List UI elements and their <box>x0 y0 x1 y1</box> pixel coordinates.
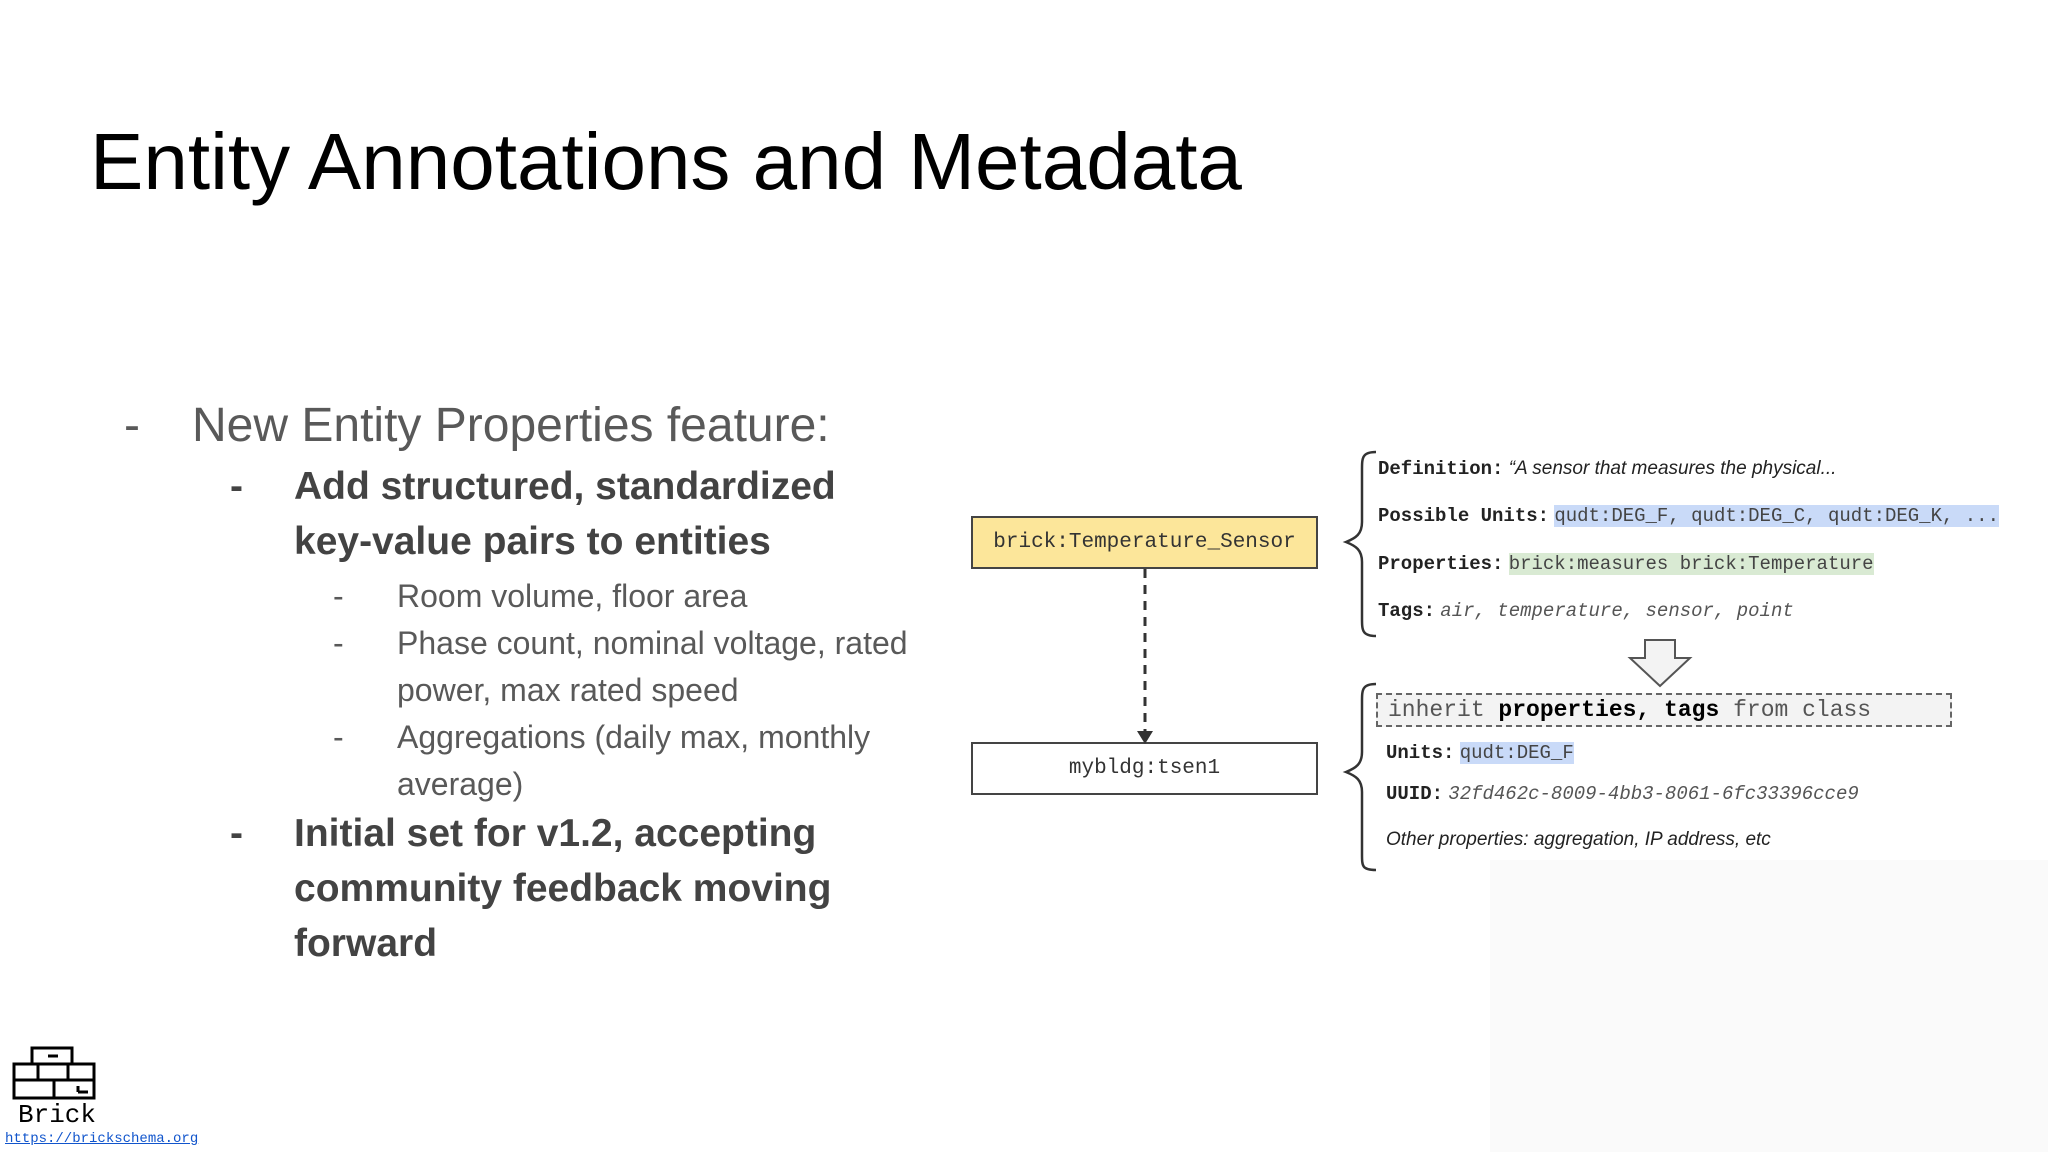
instance-props-brace-icon <box>1342 682 1377 872</box>
bullet-initial-set-line1: Initial set for v1.2, accepting <box>294 812 817 855</box>
bullet-dash: - <box>333 625 344 661</box>
instance-other-properties: Other properties: aggregation, IP addres… <box>1386 829 1771 850</box>
bullet-initial-set-line2: community feedback moving <box>294 867 832 910</box>
bullet-initial-set-line3: forward <box>294 922 438 965</box>
class-props-brace-icon <box>1342 450 1377 638</box>
instance-uuid: UUID: 32fd462c-8009-4bb3-8061-6fc33396cc… <box>1386 783 1859 805</box>
instance-units: Units: qudt:DEG_F <box>1386 742 1574 764</box>
class-tags: Tags: air, temperature, sensor, point <box>1378 600 1794 622</box>
brick-url-link[interactable]: https://brickschema.org <box>5 1131 199 1147</box>
bullet-dash: - <box>333 578 344 614</box>
class-properties: Properties: brick:measures brick:Tempera… <box>1378 553 1874 575</box>
brick-logo-icon <box>12 1046 96 1100</box>
background-shade <box>1490 860 2048 1152</box>
down-arrow-icon <box>1627 639 1693 688</box>
inherit-properties-banner: inherit properties, tags from class <box>1376 693 1952 727</box>
sub-bullet-phase-count-line1: Phase count, nominal voltage, rated <box>397 625 908 661</box>
bullet-new-entity-properties: New Entity Properties feature: <box>192 399 830 452</box>
arrow-head-icon <box>1137 731 1153 744</box>
bullet-add-structured-line1: Add structured, standardized <box>294 465 836 508</box>
sub-bullet-aggregations-line2: average) <box>397 766 524 802</box>
bullet-dash: - <box>124 399 140 452</box>
class-possible-units: Possible Units: qudt:DEG_F, qudt:DEG_C, … <box>1378 505 1999 527</box>
bullet-dash: - <box>230 465 243 508</box>
instance-box-tsen1: mybldg:tsen1 <box>971 742 1318 795</box>
sub-bullet-phase-count-line2: power, max rated speed <box>397 672 739 708</box>
bullet-dash: - <box>333 719 344 755</box>
slide-title: Entity Annotations and Metadata <box>90 117 1242 206</box>
sub-bullet-room-volume: Room volume, floor area <box>397 578 748 614</box>
bullet-dash: - <box>230 812 243 855</box>
class-box-temperature-sensor: brick:Temperature_Sensor <box>971 516 1318 569</box>
bullet-add-structured-line2: key-value pairs to entities <box>294 520 771 563</box>
class-definition: Definition: “A sensor that measures the … <box>1378 458 1837 480</box>
brick-logo-text: Brick <box>18 1100 97 1130</box>
sub-bullet-aggregations-line1: Aggregations (daily max, monthly <box>397 719 871 755</box>
